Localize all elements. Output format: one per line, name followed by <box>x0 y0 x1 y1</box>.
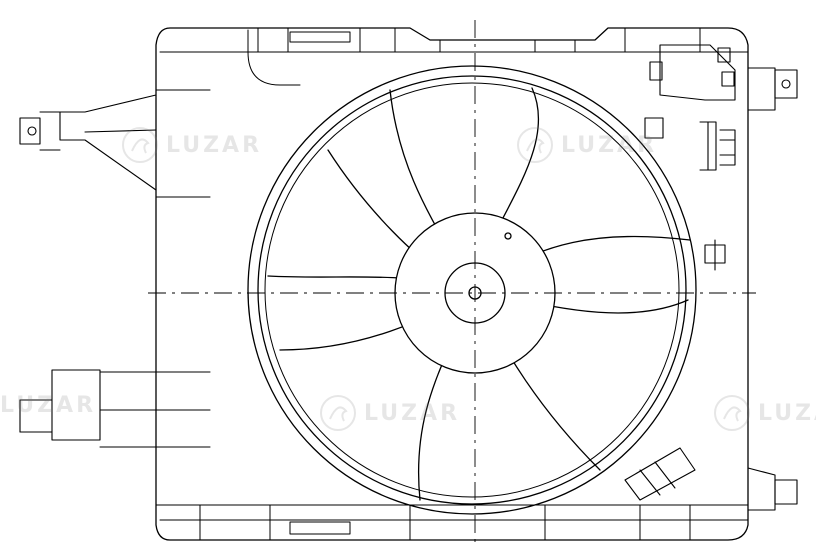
watermark-brand: LUZAR <box>166 132 263 158</box>
centerlines <box>148 20 756 548</box>
lower-right-connector <box>624 447 696 501</box>
bottom-ribs <box>155 504 749 541</box>
right-clips <box>644 117 736 271</box>
watermark: LUZAR <box>318 393 460 433</box>
shroud-frame <box>155 27 749 541</box>
watermark-brand: LUZAR <box>364 400 461 426</box>
right-lower-mount <box>747 467 798 511</box>
luzar-dragon-logo-icon <box>320 395 356 431</box>
fan-ring-inner <box>257 75 687 505</box>
watermark: LUZAR <box>515 125 657 165</box>
watermark: LUZAR <box>0 393 96 418</box>
top-ribs <box>247 27 749 53</box>
fan-ring-inner2 <box>264 82 680 498</box>
top-right-connector <box>649 44 736 101</box>
left-upper-mount <box>19 89 211 198</box>
hub-hole <box>504 232 512 240</box>
watermark-brand: LUZAR <box>0 393 97 418</box>
watermark: LUZAR <box>712 393 816 433</box>
luzar-dragon-logo-icon <box>517 127 553 163</box>
right-upper-mount <box>747 67 798 111</box>
luzar-dragon-logo-icon <box>122 127 158 163</box>
watermark: LUZAR <box>120 125 262 165</box>
watermark-brand: LUZAR <box>758 400 816 426</box>
watermark-brand: LUZAR <box>561 132 658 158</box>
luzar-dragon-logo-icon <box>714 395 750 431</box>
fan-ring-outer <box>247 65 697 515</box>
left-lower-connector <box>19 369 211 448</box>
